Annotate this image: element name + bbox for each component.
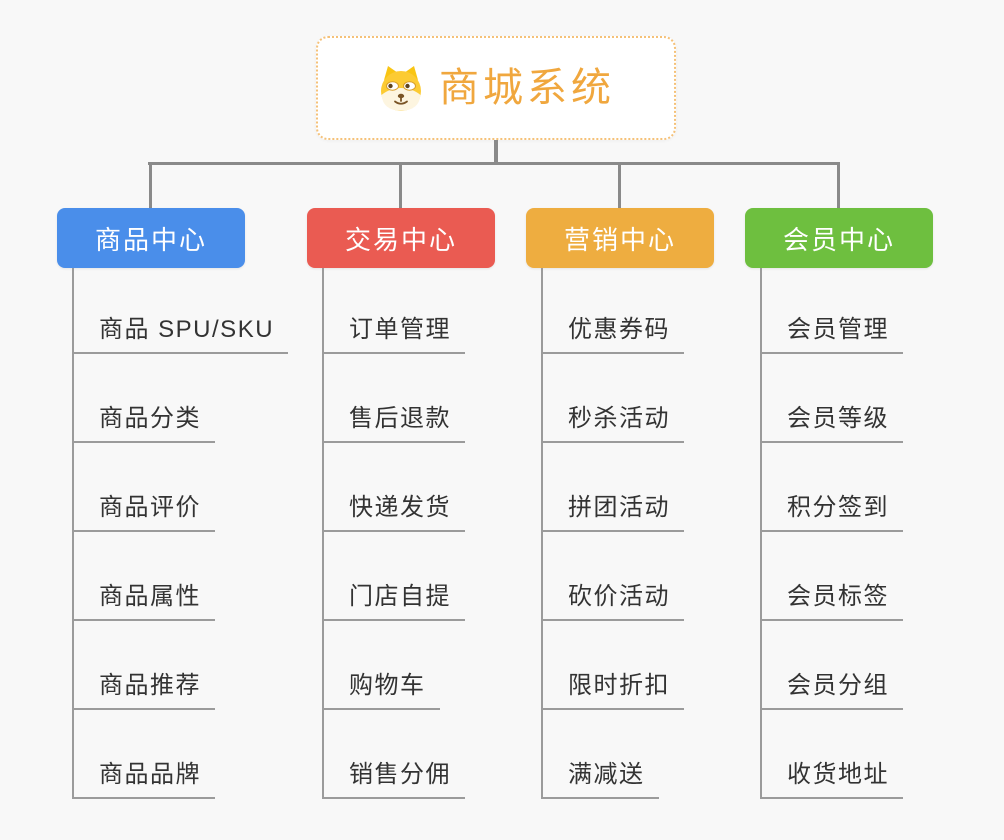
branch-header-product-center[interactable]: 商品中心: [57, 208, 245, 268]
tree-node-coupon-code[interactable]: 优惠券码: [541, 316, 684, 354]
tree-node-aftersale-refund[interactable]: 售后退款: [322, 405, 465, 443]
branch-header-marketing-center[interactable]: 营销中心: [526, 208, 714, 268]
branch-line-trade: [322, 268, 324, 799]
tree-node-shipping-address[interactable]: 收货地址: [760, 761, 903, 799]
connector-drop-marketing: [618, 165, 621, 208]
tree-node-member-group[interactable]: 会员分组: [760, 672, 903, 710]
connector-root-stub: [494, 140, 498, 164]
tree-node-shopping-cart[interactable]: 购物车: [322, 672, 440, 710]
tree-node-bargain-activity[interactable]: 砍价活动: [541, 583, 684, 621]
tree-node-express-delivery[interactable]: 快递发货: [322, 494, 465, 532]
tree-node-member-tag[interactable]: 会员标签: [760, 583, 903, 621]
connector-drop-product: [149, 165, 152, 208]
branch-line-product: [72, 268, 74, 799]
tree-node-points-checkin[interactable]: 积分签到: [760, 494, 903, 532]
root-title: 商城系统: [439, 66, 615, 110]
branch-marketing-center: 营销中心 优惠券码 秒杀活动 拼团活动 砍价活动 限时折扣 满减送: [526, 208, 714, 808]
branch-line-marketing: [541, 268, 543, 799]
branch-header-trade-center[interactable]: 交易中心: [307, 208, 495, 268]
branch-trade-center: 交易中心 订单管理 售后退款 快递发货 门店自提 购物车 销售分佣: [307, 208, 495, 808]
tree-node-full-reduction[interactable]: 满减送: [541, 761, 659, 799]
tree-node-group-buy[interactable]: 拼团活动: [541, 494, 684, 532]
tree-node-limited-time-discount[interactable]: 限时折扣: [541, 672, 684, 710]
tree-node-product-spu-sku[interactable]: 商品 SPU/SKU: [72, 316, 289, 354]
tree-node-product-review[interactable]: 商品评价: [72, 494, 215, 532]
branch-header-member-center[interactable]: 会员中心: [745, 208, 933, 268]
shiba-dog-icon: [381, 66, 421, 111]
branch-member-center: 会员中心 会员管理 会员等级 积分签到 会员标签 会员分组 收货地址: [745, 208, 933, 808]
tree-node-product-brand[interactable]: 商品品牌: [72, 761, 215, 799]
branch-product-center: 商品中心 商品 SPU/SKU 商品分类 商品评价 商品属性 商品推荐 商品品牌: [57, 208, 289, 808]
tree-node-product-attribute[interactable]: 商品属性: [72, 583, 215, 621]
tree-node-product-category[interactable]: 商品分类: [72, 405, 215, 443]
tree-node-product-recommend[interactable]: 商品推荐: [72, 672, 215, 710]
tree-node-order-management[interactable]: 订单管理: [322, 316, 465, 354]
tree-node-flash-sale[interactable]: 秒杀活动: [541, 405, 684, 443]
tree-node-member-level[interactable]: 会员等级: [760, 405, 903, 443]
branch-line-member: [760, 268, 762, 799]
connector-drop-trade: [399, 165, 402, 208]
tree-node-member-management[interactable]: 会员管理: [760, 316, 903, 354]
tree-node-sales-commission[interactable]: 销售分佣: [322, 761, 465, 799]
connector-drop-member: [837, 165, 840, 208]
root-node-mall-system[interactable]: 商城系统: [316, 36, 676, 140]
tree-node-store-pickup[interactable]: 门店自提: [322, 583, 465, 621]
connector-horizontal: [148, 162, 840, 165]
